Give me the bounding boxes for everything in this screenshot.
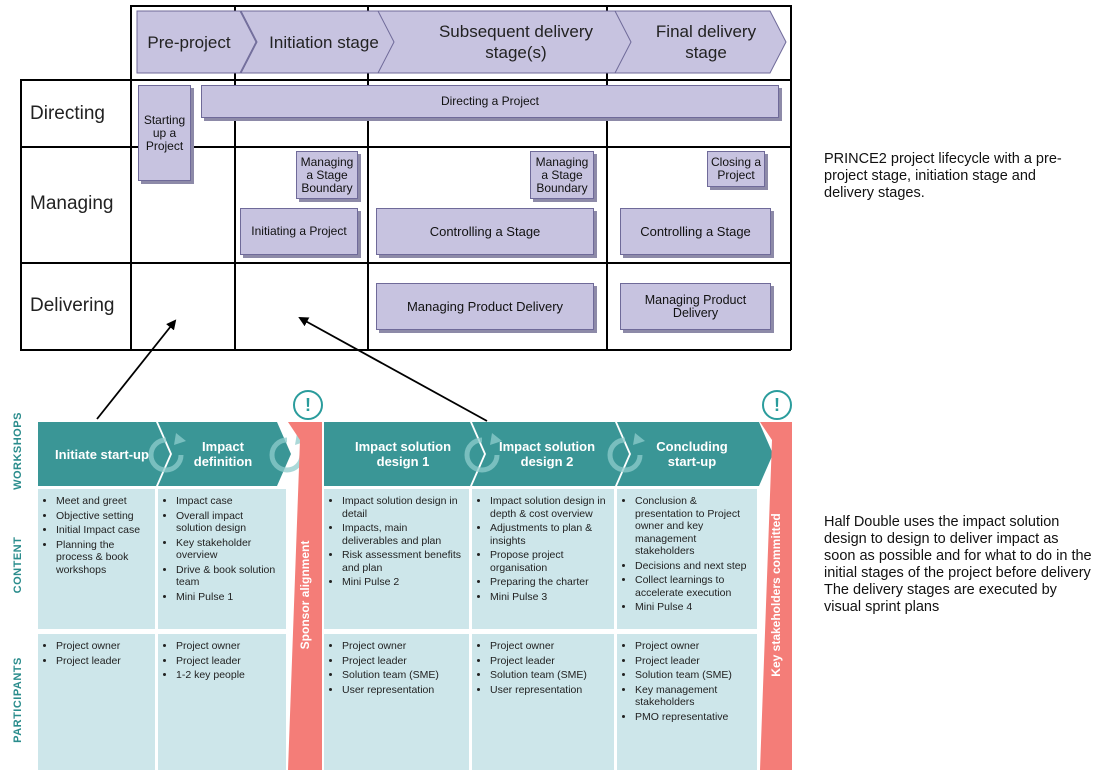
process-stage-boundary-1: Managing a Stage Boundary [296,151,358,199]
bullet-item: Conclusion & presentation to Project own… [635,495,753,558]
bullet-item: Solution team (SME) [490,669,610,682]
content-list-3: Impact solution design in detailImpacts,… [324,489,469,589]
content-list-4: Impact solution design in depth & cost o… [472,489,614,603]
bullet-item: Solution team (SME) [635,669,753,682]
stage-initiation: Initiation stage [269,32,379,52]
bullet-item: Project leader [56,655,151,668]
participants-list-1: Project ownerProject leader [38,634,155,667]
content-list-2: Impact caseOverall impact solution desig… [158,489,286,603]
bullet-item: Initial Impact case [56,524,151,537]
participants-cell-3: Project ownerProject leaderSolution team… [324,634,469,770]
bullet-item: User representation [342,684,465,697]
bullet-item: Key stakeholder overview [176,537,282,562]
content-cell-1: Meet and greetObjective settingInitial I… [38,489,155,629]
participants-cell-2: Project ownerProject leader1-2 key peopl… [158,634,286,770]
stage-chevrons [136,10,787,74]
bullet-item: Project leader [342,655,465,668]
participants-list-2: Project ownerProject leader1-2 key peopl… [158,634,286,682]
bullet-item: Mini Pulse 1 [176,591,282,604]
process-starting-up: Starting up a Project [138,85,191,181]
participants-list-4: Project ownerProject leaderSolution team… [472,634,614,696]
bullet-item: Overall impact solution design [176,510,282,535]
half-double-caption: Half Double uses the impact solution des… [824,514,1094,616]
process-stage-boundary-2: Managing a Stage Boundary [530,151,594,199]
bullet-item: Drive & book solution team [176,564,282,589]
content-cell-2: Impact caseOverall impact solution desig… [158,489,286,629]
row-directing: Directing [30,103,105,124]
bullet-item: Planning the process & book workshops [56,539,151,577]
bullet-item: Collect learnings to accelerate executio… [635,574,753,599]
bullet-item: Impact case [176,495,282,508]
bullet-item: Objective setting [56,510,151,523]
content-cell-5: Conclusion & presentation to Project own… [617,489,757,629]
workshop-title-1: Initiate start-up [55,446,149,462]
bullet-item: Mini Pulse 2 [342,576,465,589]
bullet-item: Solution team (SME) [342,669,465,682]
stage-subsequent-delivery: Subsequent delivery stage(s) [438,22,594,62]
bullet-item: Project owner [176,640,282,653]
bullet-item: Project owner [490,640,610,653]
content-list-5: Conclusion & presentation to Project own… [617,489,757,614]
content-cell-4: Impact solution design in depth & cost o… [472,489,614,629]
process-controlling-1: Controlling a Stage [376,208,594,255]
bullet-item: Risk assessment benefits and plan [342,549,465,574]
bullet-item: Mini Pulse 3 [490,591,610,604]
prince2-caption: PRINCE2 project lifecycle with a pre-pro… [824,151,1062,201]
bullet-item: Project leader [635,655,753,668]
bullet-item: Project owner [342,640,465,653]
workshop-title-5: Concluding start-up [656,439,728,469]
participants-list-5: Project ownerProject leaderSolution team… [617,634,757,723]
bullet-item: Propose project organisation [490,549,610,574]
bullet-item: Meet and greet [56,495,151,508]
bullet-item: Decisions and next step [635,560,753,573]
half-double-caption-line-2: The delivery stages are executed by visu… [824,582,1057,615]
bullet-item: Project owner [56,640,151,653]
row-delivering: Delivering [30,295,115,316]
process-initiating: Initiating a Project [240,208,358,255]
process-directing: Directing a Project [201,85,779,118]
participants-cell-4: Project ownerProject leaderSolution team… [472,634,614,770]
bullet-item: Mini Pulse 4 [635,601,753,614]
workshop-title-3: Impact solution design 1 [354,439,452,469]
participants-cell-1: Project ownerProject leader [38,634,155,770]
stage-final-delivery: Final delivery stage [655,22,757,62]
bullet-item: User representation [490,684,610,697]
workshop-chevrons [38,422,792,770]
alert-icon-stakeholders: ! [762,390,792,420]
stage-pre-project: Pre-project [147,32,231,52]
bullet-item: Impact solution design in depth & cost o… [490,495,610,520]
bullet-item: Impacts, main deliverables and plan [342,522,465,547]
workshop-title-4: Impact solution design 2 [498,439,596,469]
key-stakeholders-label: Key stakeholders committed [769,513,783,677]
bullet-item: Adjustments to plan & insights [490,522,610,547]
process-product-delivery-2: Managing Product Delivery [620,283,771,330]
bullet-item: Impact solution design in detail [342,495,465,520]
row-managing: Managing [30,193,114,214]
content-cell-3: Impact solution design in detailImpacts,… [324,489,469,629]
workshop-title-2: Impact definition [193,439,253,469]
sponsor-alignment-label: Sponsor alignment [298,540,312,650]
alert-icon-sponsor: ! [293,390,323,420]
process-closing: Closing a Project [707,151,765,187]
process-controlling-2: Controlling a Stage [620,208,771,255]
bullet-item: Project owner [635,640,753,653]
content-list-1: Meet and greetObjective settingInitial I… [38,489,155,576]
bullet-item: Project leader [176,655,282,668]
half-double-caption-line-1: Half Double uses the impact solution des… [824,514,1092,581]
participants-list-3: Project ownerProject leaderSolution team… [324,634,469,696]
process-product-delivery-1: Managing Product Delivery [376,283,594,330]
bullet-item: Key management stakeholders [635,684,753,709]
participants-cell-5: Project ownerProject leaderSolution team… [617,634,757,770]
bullet-item: 1-2 key people [176,669,282,682]
bullet-item: Project leader [490,655,610,668]
bullet-item: PMO representative [635,711,753,724]
bullet-item: Preparing the charter [490,576,610,589]
